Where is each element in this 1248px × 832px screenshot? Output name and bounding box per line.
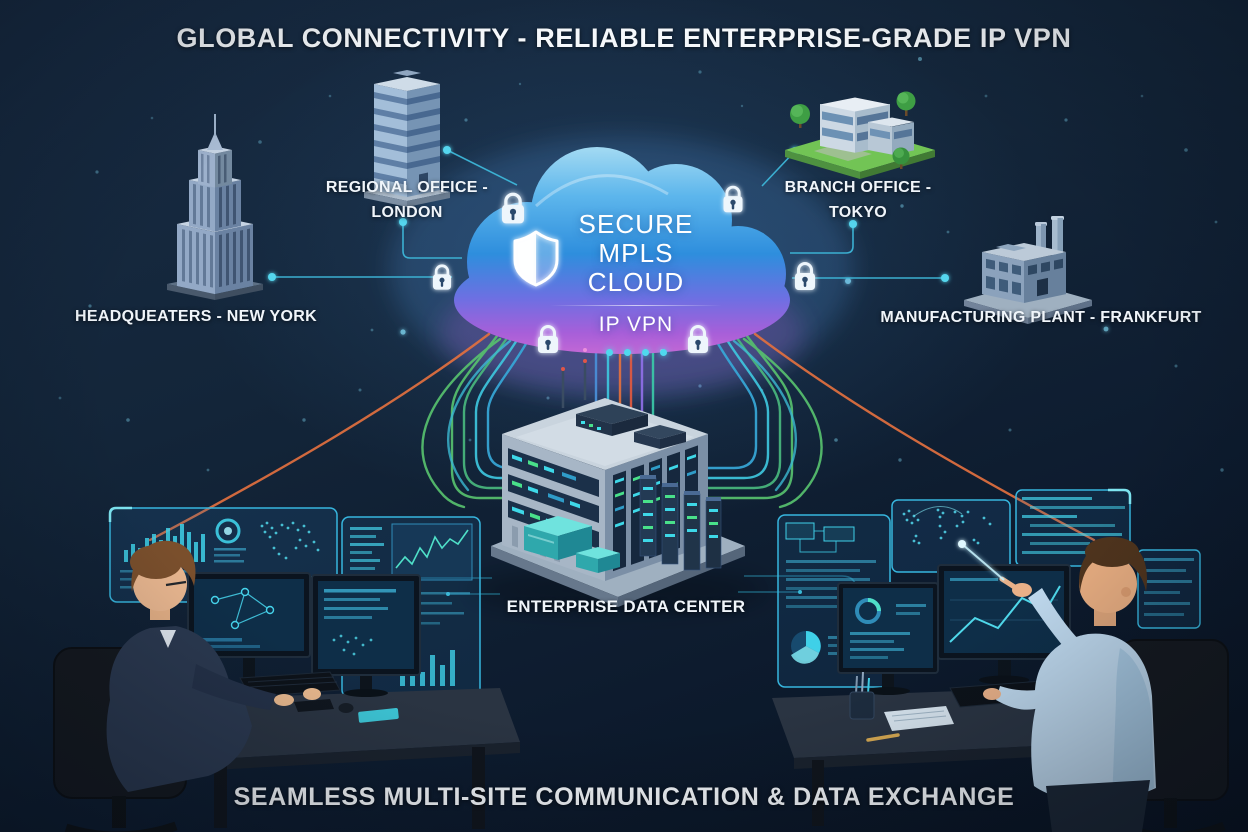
building-headquarters-skyscraper [167,114,263,300]
building-frankfurt-factory [964,216,1092,324]
left-keyboard-small [294,699,334,712]
glasses [165,580,187,587]
footer-tagline: SEAMLESS MULTI-SITE COMMUNICATION & DATA… [233,783,1015,811]
pencil [866,733,900,742]
left-workstation-scene [53,506,520,832]
building-london-tower [364,70,450,207]
left-monitor-2 [311,574,421,697]
label-manufacturing-plant-frankfurt: MANUFACTURING PLANT - FRANKFURT [880,309,1202,326]
label-headquarters-new-york: HEADQUEATERS - NEW YORK [75,308,317,325]
label-branch-office-tokyo: BRANCH OFFICE - TOKYO [784,179,932,221]
right-monitor-1 [837,582,939,695]
dot [605,349,613,356]
cloud-divider [550,305,722,306]
cloud-subtitle: IP VPN [598,313,674,336]
right-person [983,537,1156,832]
server-racks [639,475,722,571]
holo-gauge [215,518,241,544]
building-tokyo-campus [785,91,935,179]
dot [659,349,667,356]
background-particles [58,57,1224,472]
dot [623,349,631,356]
dot [641,349,649,356]
holo-side-panel [1137,549,1201,629]
cloud-label-block: SECURE MPLS CLOUD IP VPN [548,210,724,356]
vpn-cables [148,328,1096,542]
holo-world-map-panel [891,499,1011,573]
pointer-beam [958,540,1005,581]
cloud-title-line2: MPLS CLOUD [587,238,685,297]
label-enterprise-data-center: ENTERPRISE DATA CENTER [506,597,746,616]
shield-icon [513,230,559,287]
left-person [106,540,321,792]
storage-units [524,516,620,573]
pen-cup [849,671,875,720]
page-title: GLOBAL CONNECTIVITY - RELIABLE ENTERPRIS… [176,23,1072,53]
right-workstation-scene [772,488,1229,832]
label-regional-office-london: REGIONAL OFFICE - LONDON [325,179,489,221]
holo-line-chart [395,529,469,569]
cyan-card [358,708,399,723]
holo-world-map [260,521,320,560]
cloud-dots [548,349,724,356]
building-data-center [468,359,768,610]
right-monitor-2 [937,564,1071,685]
holo-pie-chart [791,631,821,664]
left-mouse [338,703,354,713]
cloud-title-line1: SECURE [578,209,694,239]
